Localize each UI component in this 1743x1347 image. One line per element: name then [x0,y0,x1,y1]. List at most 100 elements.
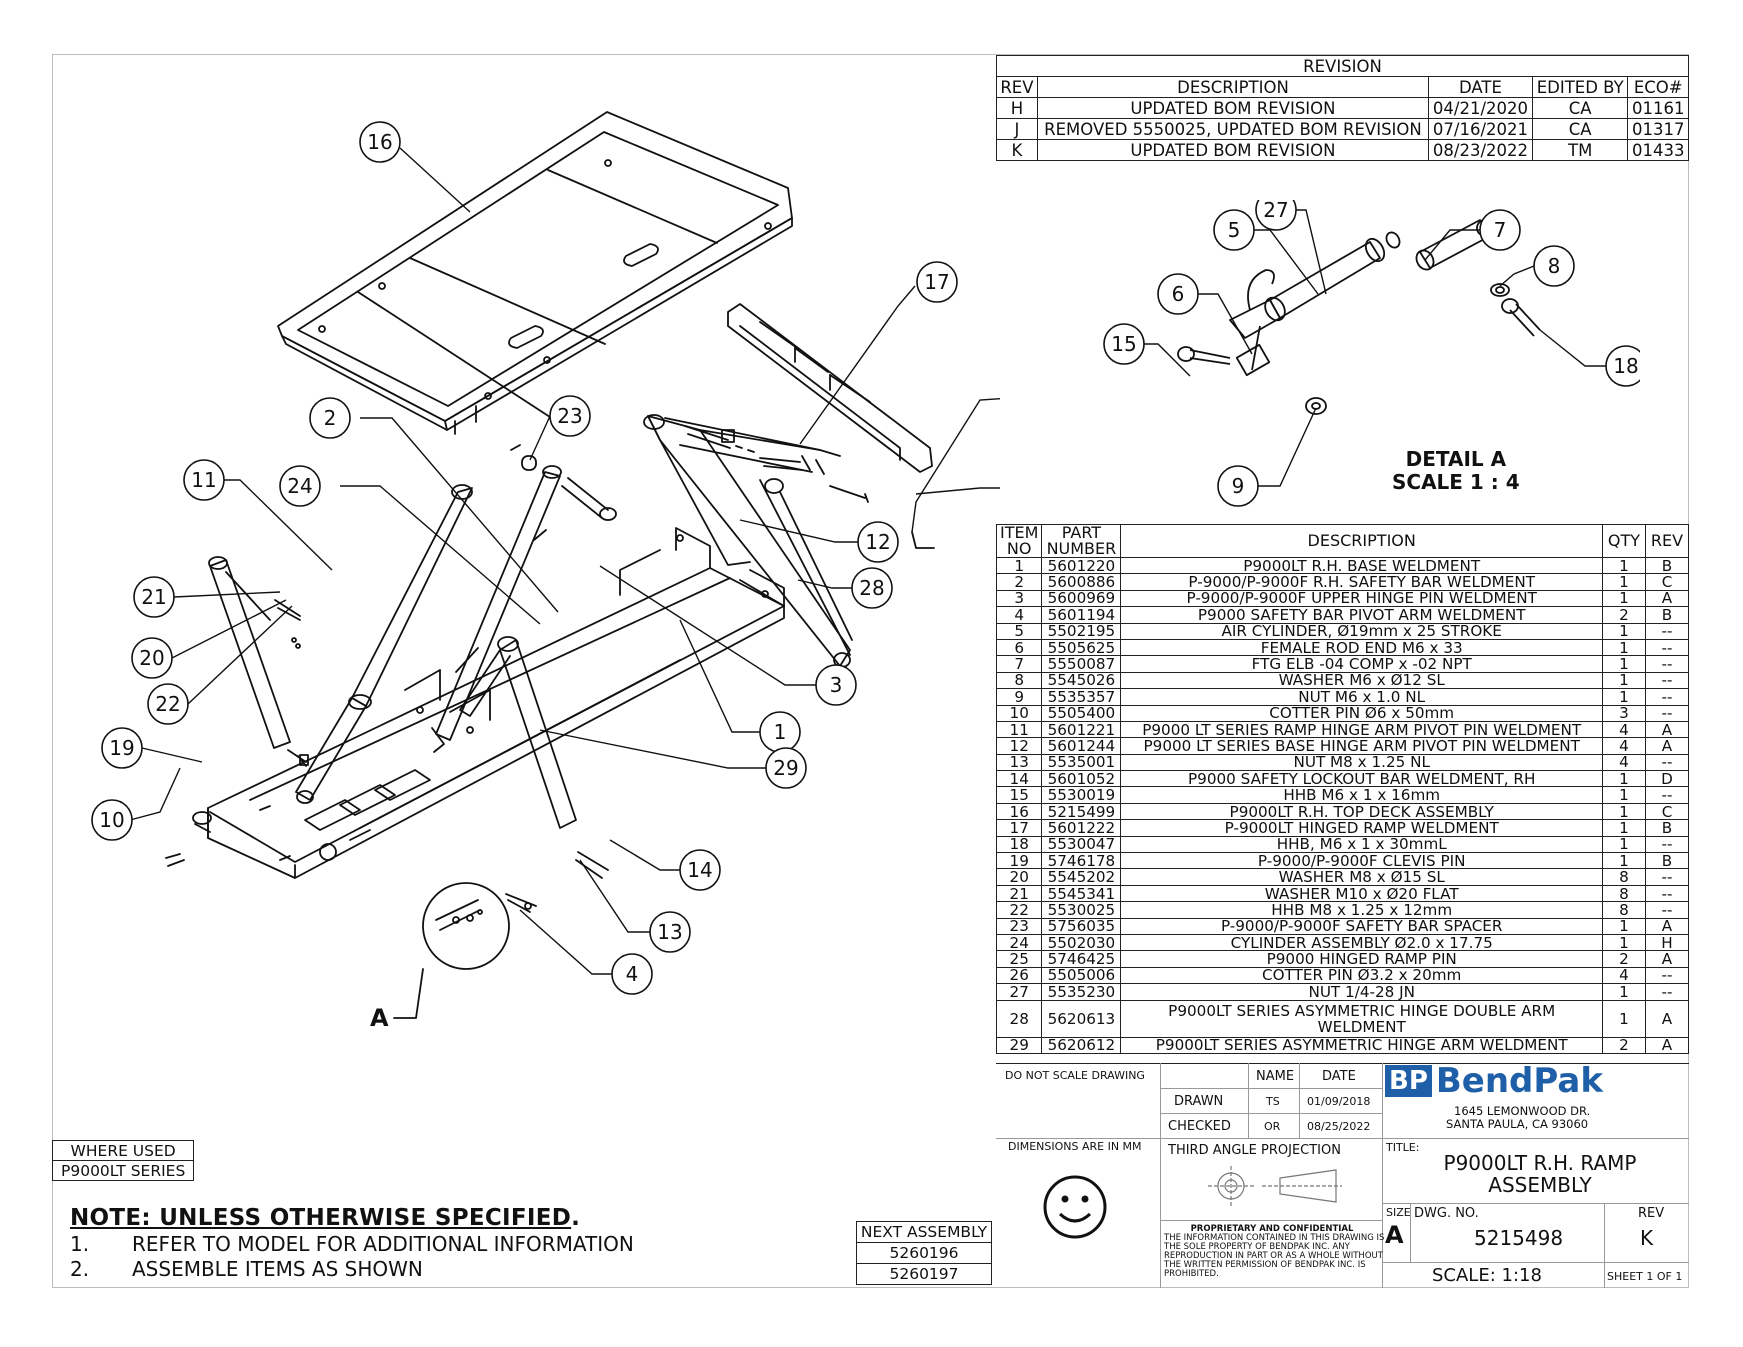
drawing-title: P9000LT R.H. RAMP ASSEMBLY [1392,1152,1688,1196]
item-balloon-circle [916,261,958,303]
bom-rev: -- [1645,753,1689,772]
drawing-number-label: DWG. NO. [1414,1206,1479,1221]
bom-item-no: 13 [995,753,1043,772]
washer-part [1490,283,1510,297]
revision-header-cell: DESCRIPTION [1036,76,1430,98]
bom-rev: B [1645,852,1689,870]
item-balloon-number: 9 [1232,474,1245,498]
detail-leader-lines [1144,209,1606,487]
item-balloon-circle [649,911,691,953]
bom-qty: 1 [1602,835,1646,854]
bom-item-no: 22 [995,901,1043,919]
bom-qty: 1 [1602,688,1646,706]
bom-item-no: 4 [995,606,1043,624]
next-assembly-header: NEXT ASSEMBLY [856,1221,992,1243]
bom-item-no: 24 [995,933,1043,952]
bom-description: HHB, M6 x 1 x 30mmL [1120,835,1603,854]
item-balloon-number: 19 [109,736,134,760]
bom-part-number: 5505625 [1041,638,1122,657]
bom-part-number: 5601221 [1041,720,1122,739]
bom-qty: 4 [1602,753,1646,772]
bom-part-number: 5601222 [1041,819,1122,837]
bom-description: P9000 HINGED RAMP PIN [1120,950,1603,968]
item-balloon-number: 18 [1613,354,1638,378]
bom-item-no: 15 [995,786,1043,804]
bom-header-rev: REV [1645,524,1689,558]
bom-part-number: 5601220 [1041,556,1122,575]
drawing-scale: SCALE: 1:18 [1432,1265,1542,1286]
item-balloon-number: 2 [324,406,337,430]
bom-qty: 1 [1602,999,1646,1038]
item-balloon-number: 4 [626,962,639,986]
detail-a-title: DETAIL A [1405,447,1507,471]
item-balloon-number: 12 [865,530,890,554]
bom-part-number: 5502030 [1041,933,1122,952]
bom-item-no: 8 [995,671,1043,690]
bom-item-no: 25 [995,950,1043,968]
safety-bar-part [431,455,562,753]
drawing-revision: K [1640,1226,1654,1250]
drawing-sheet-border [52,54,1689,1288]
bom-item-no: 16 [995,802,1043,821]
where-used-table: WHERE USED P9000LT SERIES [51,1140,195,1181]
checked-label: CHECKED [1168,1119,1231,1134]
proprietary-line: REPRODUCTION IN PART OR AS A WHOLE WITHO… [1164,1251,1383,1261]
bom-rev: -- [1645,835,1689,854]
bom-qty: 1 [1602,638,1646,657]
bom-description: COTTER PIN Ø6 x 50mm [1120,704,1603,722]
checked-date: 08/25/2022 [1307,1120,1371,1133]
bom-description: CYLINDER ASSEMBLY Ø2.0 x 17.75 [1120,933,1603,952]
bom-qty: 3 [1602,704,1646,722]
bom-item-no: 18 [995,835,1043,854]
revision-cell: CA [1531,97,1629,119]
base-weldment-part [207,527,785,879]
bom-rev: C [1645,802,1689,821]
bom-description: P-9000/P-9000F R.H. SAFETY BAR WELDMENT [1120,573,1603,591]
bom-description: P9000 SAFETY BAR PIVOT ARM WELDMENT [1120,606,1603,624]
item-balloon-circle [815,664,857,706]
item-balloon-circle [1255,200,1297,231]
item-balloon-number: 20 [139,646,164,670]
bom-item-no: 5 [995,622,1043,640]
top-deck-part [277,111,793,435]
item-balloon-number: 21 [141,585,166,609]
item-balloons: 16172232411212022191026251228312914134 [91,121,958,995]
bom-part-number: 5535357 [1041,688,1122,706]
item-balloon-number: 29 [773,756,798,780]
where-used-header: WHERE USED [51,1140,195,1161]
bom-rev: -- [1645,884,1689,903]
bom-description: NUT M8 x 1.25 NL [1120,753,1603,772]
item-balloon-circle [851,567,893,609]
bom-part-number: 5600886 [1041,573,1122,591]
bom-qty: 1 [1602,786,1646,804]
drawn-by-name: TS [1266,1095,1280,1108]
bom-rev: -- [1645,688,1689,706]
revision-cell: K [996,139,1038,161]
bom-description: P-9000/P-9000F SAFETY BAR SPACER [1120,917,1603,935]
item-balloon-number: 5 [1228,218,1241,242]
bom-qty: 8 [1602,901,1646,919]
item-balloon-circle [1605,345,1640,387]
bom-description: P9000 SAFETY LOCKOUT BAR WELDMENT, RH [1120,770,1603,788]
bom-part-number: 5530047 [1041,835,1122,854]
bom-part-number: 5620612 [1041,1036,1122,1054]
bom-rev: -- [1645,704,1689,722]
bom-item-no: 12 [995,737,1043,755]
drawing-number: 5215498 [1474,1226,1564,1250]
address-line-1: 1645 LEMONWOOD DR. [1454,1104,1591,1118]
bom-qty: 2 [1602,950,1646,968]
hinged-ramp-part [727,303,933,473]
cylinder-assembly-part [295,484,473,804]
